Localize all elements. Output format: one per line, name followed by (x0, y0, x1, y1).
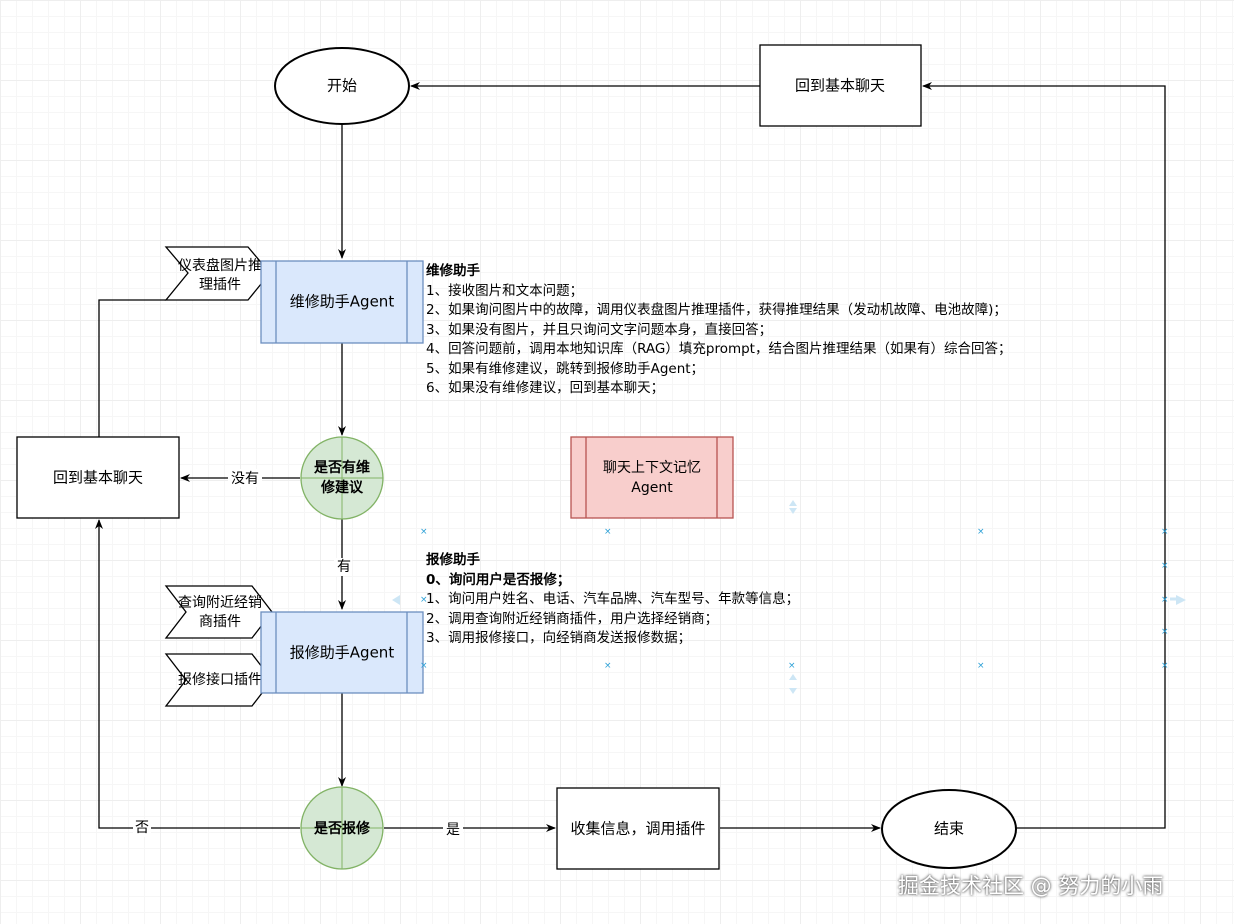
edge-label-has: 有 (337, 559, 351, 575)
start-label: 开始 (327, 77, 357, 95)
report-agent-node[interactable]: 报修助手Agent (260, 611, 424, 694)
dealer-plugin-label-line1: 查询附近经销 (178, 595, 262, 611)
dashboard-plugin-label-line2: 理插件 (199, 277, 241, 293)
repair-description-line: 1、接收图片和文本问题； (426, 282, 584, 299)
svg-text:×: × (977, 527, 985, 537)
selection-handles: × × × × × × × × × × × × × (392, 500, 1186, 694)
report-description-line: 1、询问用户姓名、电话、汽车品牌、汽车型号、年款等信息； (426, 591, 800, 607)
repair-description: 维修助手 1、接收图片和文本问题； 2、如果询问图片中的故障，调用仪表盘图片推理… (426, 262, 1011, 399)
svg-text:×: × (420, 527, 428, 537)
svg-text:×: × (420, 595, 428, 605)
svg-text:×: × (1161, 627, 1169, 637)
svg-text:×: × (1161, 661, 1169, 671)
has-advice-label-line1: 是否有维 (314, 459, 370, 476)
back-chat-top-label: 回到基本聊天 (795, 77, 885, 95)
repair-description-line: 6、如果没有维修建议，回到基本聊天； (426, 380, 665, 396)
repair-agent-label: 维修助手Agent (290, 293, 395, 311)
collect-info-label: 收集信息，调用插件 (570, 820, 705, 838)
end-label: 结束 (934, 820, 964, 838)
svg-text:×: × (1161, 595, 1169, 605)
edge-label-yes: 是 (446, 822, 460, 838)
end-node[interactable]: 结束 (881, 789, 1017, 869)
svg-text:×: × (788, 661, 796, 671)
edge-label-no-advice: 没有 (231, 471, 259, 487)
edge-back-left-to-dashboard (98, 299, 166, 437)
memory-agent-node[interactable]: 聊天上下文记忆 Agent (570, 436, 734, 519)
memory-agent-label-line2: Agent (631, 480, 673, 496)
dashboard-plugin-label-line1: 仪表盘图片推 (178, 257, 262, 274)
edge-label-no: 否 (135, 820, 149, 836)
memory-agent-label-line1: 聊天上下文记忆 (603, 460, 701, 476)
repair-description-line: 3、如果没有图片，并且只询问文字问题本身，直接回答； (426, 321, 773, 338)
back-chat-left-label: 回到基本聊天 (53, 469, 143, 487)
svg-text:×: × (604, 661, 612, 671)
start-node[interactable]: 开始 (274, 47, 410, 125)
collect-info-node[interactable]: 收集信息，调用插件 (556, 787, 720, 870)
report-description-title: 报修助手 (426, 552, 480, 568)
has-advice-label-line2: 修建议 (320, 479, 364, 496)
report-agent-label: 报修助手Agent (290, 644, 395, 662)
report-plugin-label: 报修接口插件 (178, 671, 262, 688)
svg-text:×: × (420, 661, 428, 671)
repair-description-line: 2、如果询问图片中的故障，调用仪表盘图片推理插件，获得推理结果（发动机故障、电池… (426, 302, 1007, 318)
repair-description-line: 4、回答问题前，调用本地知识库（RAG）填充prompt，结合图片推理结果（如果… (426, 341, 1012, 357)
dealer-plugin-node[interactable]: 查询附近经销 商插件 (164, 585, 273, 639)
svg-text:×: × (977, 661, 985, 671)
has-advice-decision-node[interactable]: 是否有维 修建议 (300, 436, 384, 520)
report-description-subtitle: 0、询问用户是否报修； (426, 571, 571, 588)
svg-text:×: × (1161, 527, 1169, 537)
svg-text:×: × (1161, 561, 1169, 571)
report-description: 报修助手 0、询问用户是否报修； 1、询问用户姓名、电话、汽车品牌、汽车型号、年… (426, 551, 799, 649)
back-chat-top-node[interactable]: 回到基本聊天 (759, 44, 922, 127)
is-report-decision-node[interactable]: 是否报修 (300, 786, 384, 870)
edge-isreport-no (95, 519, 300, 829)
edge-end-to-back-top (922, 82, 1166, 829)
is-report-label: 是否报修 (314, 820, 371, 837)
back-chat-left-node[interactable]: 回到基本聊天 (16, 436, 180, 519)
dashboard-plugin-node[interactable]: 仪表盘图片推 理插件 (164, 246, 271, 301)
report-description-line: 2、调用查询附近经销商插件，用户选择经销商； (426, 610, 719, 627)
svg-text:×: × (604, 527, 612, 537)
repair-agent-node[interactable]: 维修助手Agent (260, 260, 424, 344)
repair-description-line: 5、如果有维修建议，跳转到报修助手Agent； (426, 360, 705, 377)
repair-description-title: 维修助手 (426, 263, 480, 279)
watermark: 掘金技术社区 @ 努力的小雨 (898, 874, 1164, 898)
report-plugin-node[interactable]: 报修接口插件 (164, 653, 273, 707)
dealer-plugin-label-line2: 商插件 (199, 614, 241, 630)
report-description-line: 3、调用报修接口，向经销商发送报修数据； (426, 630, 692, 646)
